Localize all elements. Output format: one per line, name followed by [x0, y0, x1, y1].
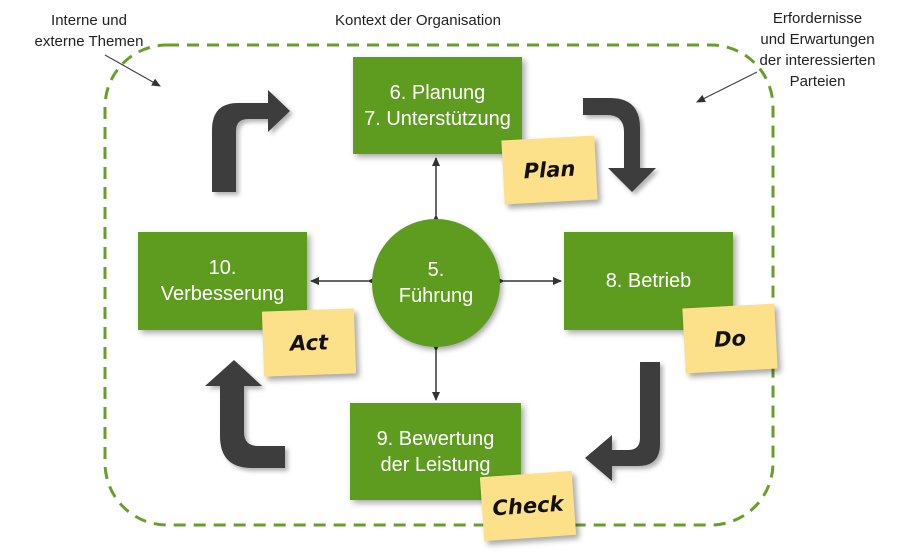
- context-title: Kontext der Organisation: [335, 12, 501, 29]
- evaluation-label-line-2: der Leistung: [380, 453, 491, 476]
- external-issues-note: Interne und externe Themen: [24, 10, 154, 52]
- external-issues-line-2: externe Themen: [34, 33, 144, 50]
- curved-arrow-bottom-right: [585, 362, 660, 481]
- top-right-pointer: [696, 71, 758, 103]
- curved-arrow-bottom-left: [205, 360, 285, 468]
- act-sticky-note: Act: [261, 308, 357, 377]
- interested-parties-note: Erfordernisse und Erwartungen der intere…: [740, 8, 895, 92]
- top-left-pointer: [104, 54, 161, 87]
- external-issues-line-1: Interne und: [51, 12, 127, 29]
- improvement-number: 10.: [208, 257, 237, 279]
- interested-parties-line-3: der interessierten: [759, 52, 876, 69]
- planning-support-box: 6. Planung 7. Unterstützung: [353, 57, 522, 154]
- curved-arrow-top-right: [583, 98, 656, 192]
- support-label: 7. Unterstützung: [364, 107, 511, 130]
- interested-parties-line-2: und Erwartungen: [760, 31, 875, 48]
- leadership-circle: 5. Führung: [372, 219, 500, 347]
- interested-parties-line-1: Erfordernisse: [772, 10, 863, 27]
- improvement-label: Verbesserung: [160, 283, 285, 305]
- context-boundary: [103, 43, 775, 527]
- interested-parties-line-4: Parteien: [789, 73, 846, 90]
- leadership-label: Führung: [398, 285, 474, 307]
- check-sticky-note: Check: [479, 470, 577, 542]
- curved-arrow-top-left: [212, 90, 290, 192]
- do-sticky-note: Do: [682, 303, 778, 374]
- planning-label: 6. Planung: [389, 81, 486, 104]
- plan-sticky-note: Plan: [501, 135, 598, 205]
- leadership-number: 5.: [427, 259, 445, 281]
- evaluation-label-line-1: 9. Bewertung: [376, 427, 495, 450]
- operation-label: 8. Betrieb: [605, 270, 692, 292]
